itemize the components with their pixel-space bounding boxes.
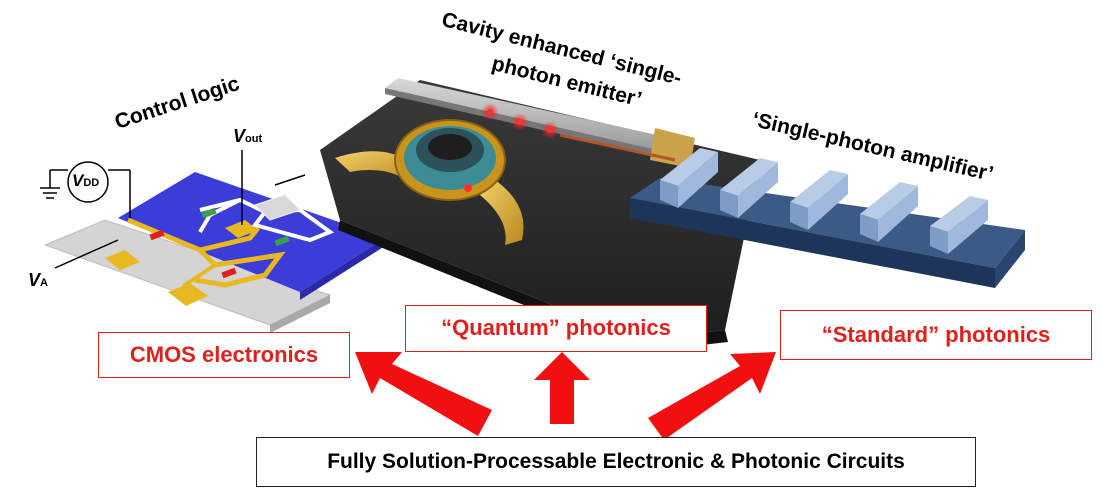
grating-bar bbox=[660, 148, 718, 208]
white-trace bbox=[199, 197, 335, 243]
white-pad bbox=[254, 194, 301, 221]
va-sub: A bbox=[40, 277, 48, 289]
arrow-up-icon bbox=[534, 352, 590, 424]
grating-bar bbox=[790, 170, 848, 230]
vdd-source-icon bbox=[67, 161, 109, 203]
cmos-electronics-box: CMOS electronics bbox=[98, 332, 350, 378]
quantum-photonics-box: “Quantum” photonics bbox=[405, 305, 707, 352]
grating-bar bbox=[930, 196, 988, 254]
vout-main: V bbox=[233, 126, 246, 146]
gold-electrode bbox=[480, 180, 524, 245]
cmos-chip bbox=[43, 150, 385, 333]
gold-pad bbox=[168, 283, 208, 306]
grating-bar bbox=[860, 182, 918, 242]
gold-pad bbox=[105, 250, 140, 270]
bottom-title-box: Fully Solution-Processable Electronic & … bbox=[256, 437, 976, 487]
ground-symbol-icon bbox=[40, 187, 60, 199]
arrow-up-left-icon bbox=[355, 352, 492, 436]
vdd-label: VDD bbox=[72, 171, 99, 191]
vout-sub: out bbox=[245, 133, 263, 145]
va-main: V bbox=[28, 270, 41, 290]
amplifier-structure bbox=[630, 148, 1025, 288]
vdd-main: V bbox=[72, 171, 84, 190]
vout-label: Vout bbox=[233, 126, 262, 147]
standard-photonics-box: “Standard” photonics bbox=[780, 310, 1092, 360]
grey-rail bbox=[385, 78, 680, 152]
grating-bar bbox=[720, 158, 778, 218]
arrow-up-right-icon bbox=[648, 352, 776, 440]
vdd-sub: DD bbox=[83, 177, 100, 189]
va-label: VA bbox=[28, 270, 48, 291]
